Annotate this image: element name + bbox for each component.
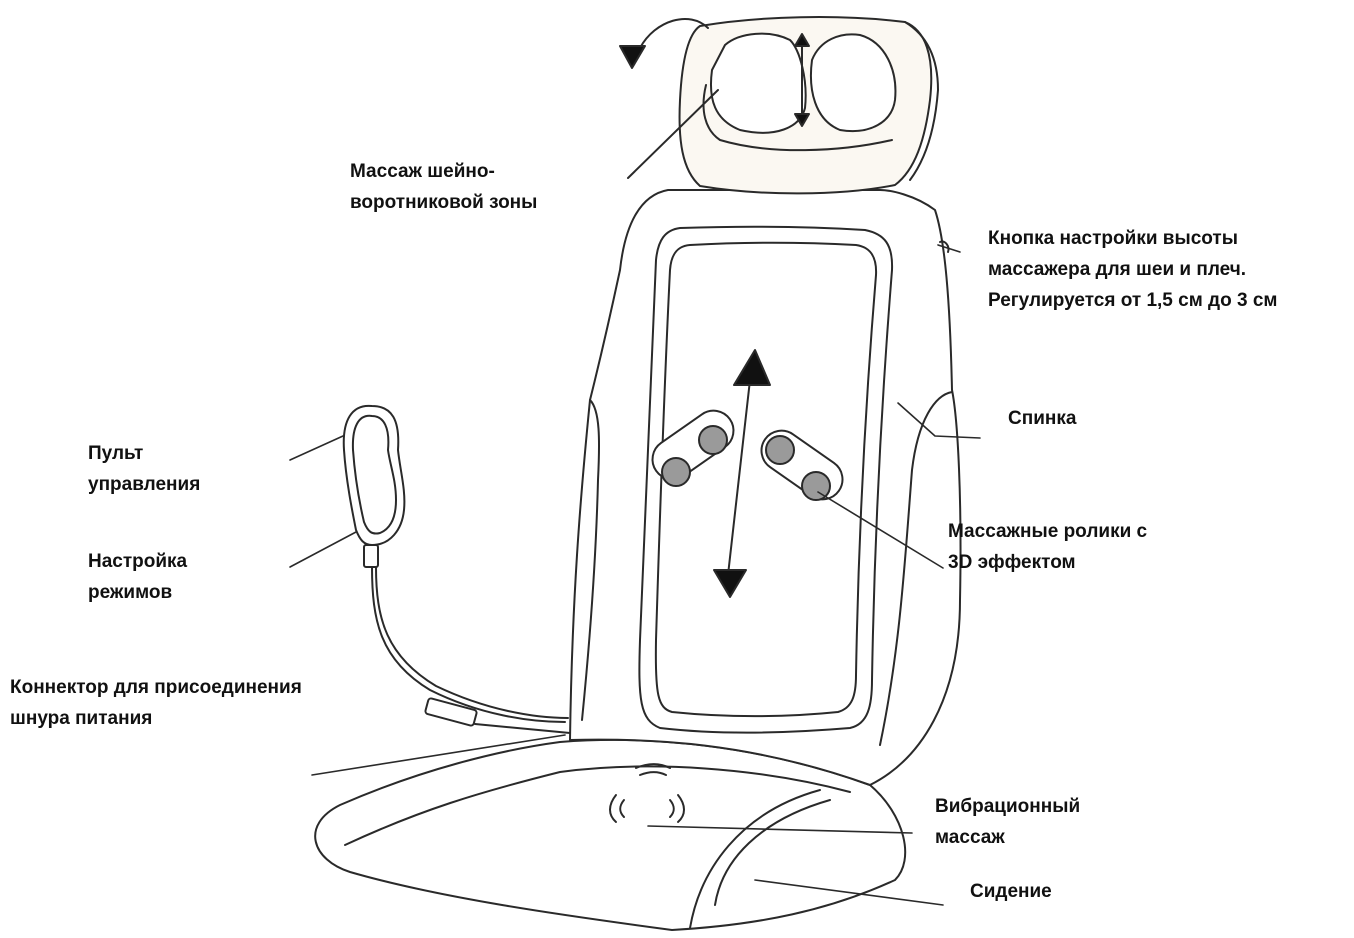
backrest xyxy=(570,190,961,785)
label-backrest: Спинка xyxy=(1008,403,1076,434)
label-seat: Сидение xyxy=(970,876,1052,907)
headrest xyxy=(628,17,938,193)
label-neck-massage: Массаж шейно-воротниковой зоны xyxy=(350,156,537,218)
remote-control xyxy=(344,406,570,733)
